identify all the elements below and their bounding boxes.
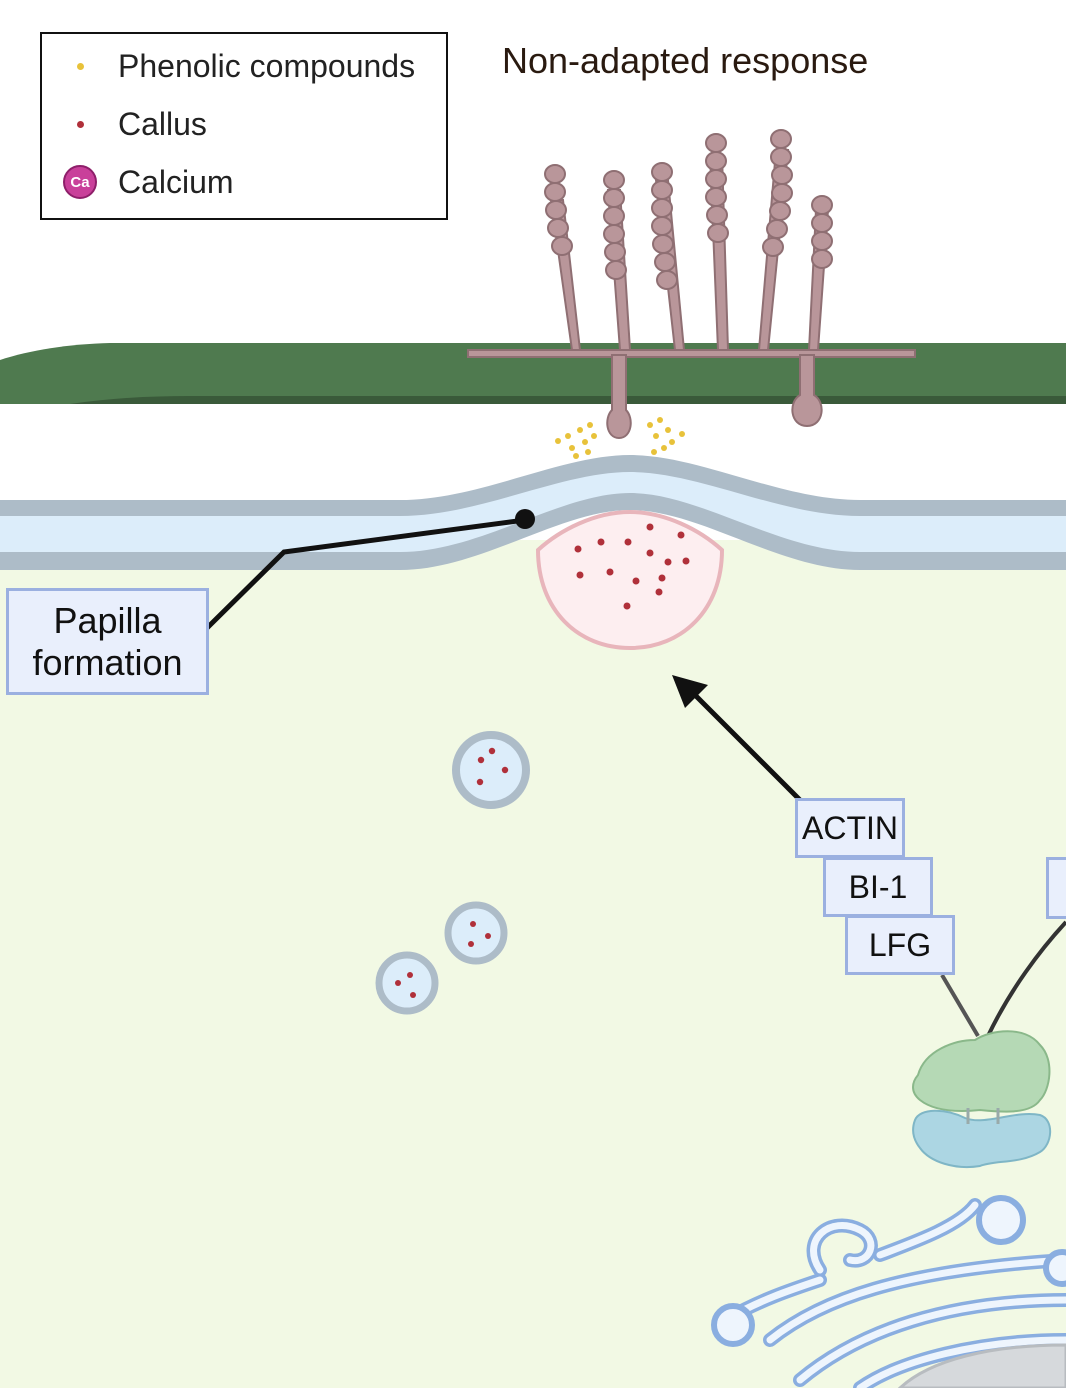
phenolic-dot bbox=[577, 427, 583, 433]
membrane-protein-green bbox=[912, 1030, 1051, 1113]
cell-wall-inner bbox=[0, 472, 1066, 552]
side-connector bbox=[986, 920, 1066, 1037]
legend-item-phenolic: Phenolic compounds bbox=[42, 46, 415, 86]
callus-dot bbox=[664, 558, 672, 566]
vesicle bbox=[375, 951, 439, 1015]
callus-dot bbox=[623, 602, 631, 610]
papilla-formation-label: Papilla formation bbox=[6, 588, 209, 695]
phenolic-swatch bbox=[76, 62, 84, 70]
callus-dot bbox=[682, 557, 690, 565]
legend-label-callus: Callus bbox=[118, 105, 207, 142]
er-vesicle bbox=[976, 1195, 1026, 1245]
arrow-shaft bbox=[693, 693, 802, 802]
conidia-chain-2 bbox=[603, 170, 627, 280]
hyphae bbox=[467, 349, 916, 358]
lfg-label: LFG bbox=[845, 915, 955, 975]
phenolic-dot bbox=[665, 427, 671, 433]
conidia-chain-6 bbox=[811, 195, 833, 269]
phenolic-dot bbox=[569, 445, 575, 451]
cropped-label-box bbox=[1046, 857, 1066, 919]
phenolic-dot bbox=[565, 433, 571, 439]
phenolic-dot-icon bbox=[42, 62, 118, 70]
callus-swatch bbox=[76, 120, 84, 128]
legend-item-calcium: Ca Calcium bbox=[42, 162, 234, 202]
er-vesicle bbox=[1043, 1249, 1066, 1287]
papilla-label-text: Papilla formation bbox=[32, 600, 182, 684]
phenolic-dot bbox=[657, 417, 663, 423]
phenolic-dot bbox=[661, 445, 667, 451]
membrane-protein-blue bbox=[912, 1109, 1052, 1168]
legend-item-callus: Callus bbox=[42, 104, 207, 144]
phenolic-dot bbox=[591, 433, 597, 439]
papilla-label-line1: Papilla bbox=[53, 599, 162, 641]
phenolic-dot bbox=[669, 439, 675, 445]
callus-dot bbox=[606, 568, 614, 576]
bi1-label: BI-1 bbox=[823, 857, 933, 917]
conidia-chain-5 bbox=[762, 129, 793, 257]
haustorium-left bbox=[606, 354, 632, 440]
callus-dot bbox=[658, 574, 666, 582]
phenolic-dot bbox=[587, 422, 593, 428]
leaf-surface-edge bbox=[70, 396, 1066, 404]
callus-dot-icon bbox=[42, 120, 118, 128]
callus-dot bbox=[597, 538, 605, 546]
callus-dot bbox=[632, 577, 640, 585]
callus-dot bbox=[655, 588, 663, 596]
papilla bbox=[535, 509, 725, 651]
callus-dot bbox=[677, 531, 685, 539]
callus-dot bbox=[646, 549, 654, 557]
callus-dot bbox=[574, 545, 582, 553]
lfg-connector bbox=[940, 973, 980, 1038]
callus-deposits bbox=[574, 523, 690, 610]
phenolic-dot bbox=[555, 438, 561, 444]
actin-label: ACTIN bbox=[795, 798, 905, 858]
legend: Phenolic compounds Callus Ca Calcium bbox=[40, 32, 448, 220]
phenolic-compounds-cluster bbox=[555, 417, 685, 459]
legend-label-calcium: Calcium bbox=[118, 163, 234, 200]
er-vesicle bbox=[711, 1303, 755, 1347]
vesicle bbox=[452, 731, 530, 809]
callus-dot bbox=[576, 571, 584, 579]
calcium-icon: Ca bbox=[63, 165, 97, 199]
phenolic-dot bbox=[582, 439, 588, 445]
diagram-title: Non-adapted response bbox=[502, 40, 869, 81]
callus-dot bbox=[646, 523, 654, 531]
fungus bbox=[467, 129, 916, 440]
haustorium-right bbox=[791, 354, 823, 428]
conidia-chain-3 bbox=[651, 162, 678, 290]
vesicle bbox=[444, 901, 508, 965]
papilla-pointer-line bbox=[205, 517, 526, 630]
phenolic-dot bbox=[585, 449, 591, 455]
legend-label-phenolic: Phenolic compounds bbox=[118, 47, 416, 84]
phenolic-dot bbox=[647, 422, 653, 428]
phenolic-dot bbox=[651, 449, 657, 455]
conidia-chain-1 bbox=[544, 164, 573, 256]
phenolic-dot bbox=[573, 453, 579, 459]
callus-dot bbox=[624, 538, 632, 546]
papilla-label-line2: formation bbox=[32, 641, 183, 683]
conidia-chain-4 bbox=[705, 133, 729, 243]
arrow-head-icon bbox=[672, 675, 708, 708]
calcium-icon-wrap: Ca bbox=[42, 165, 118, 199]
papilla-pointer-dot bbox=[515, 509, 535, 529]
phenolic-dot bbox=[679, 431, 685, 437]
phenolic-dot bbox=[653, 433, 659, 439]
